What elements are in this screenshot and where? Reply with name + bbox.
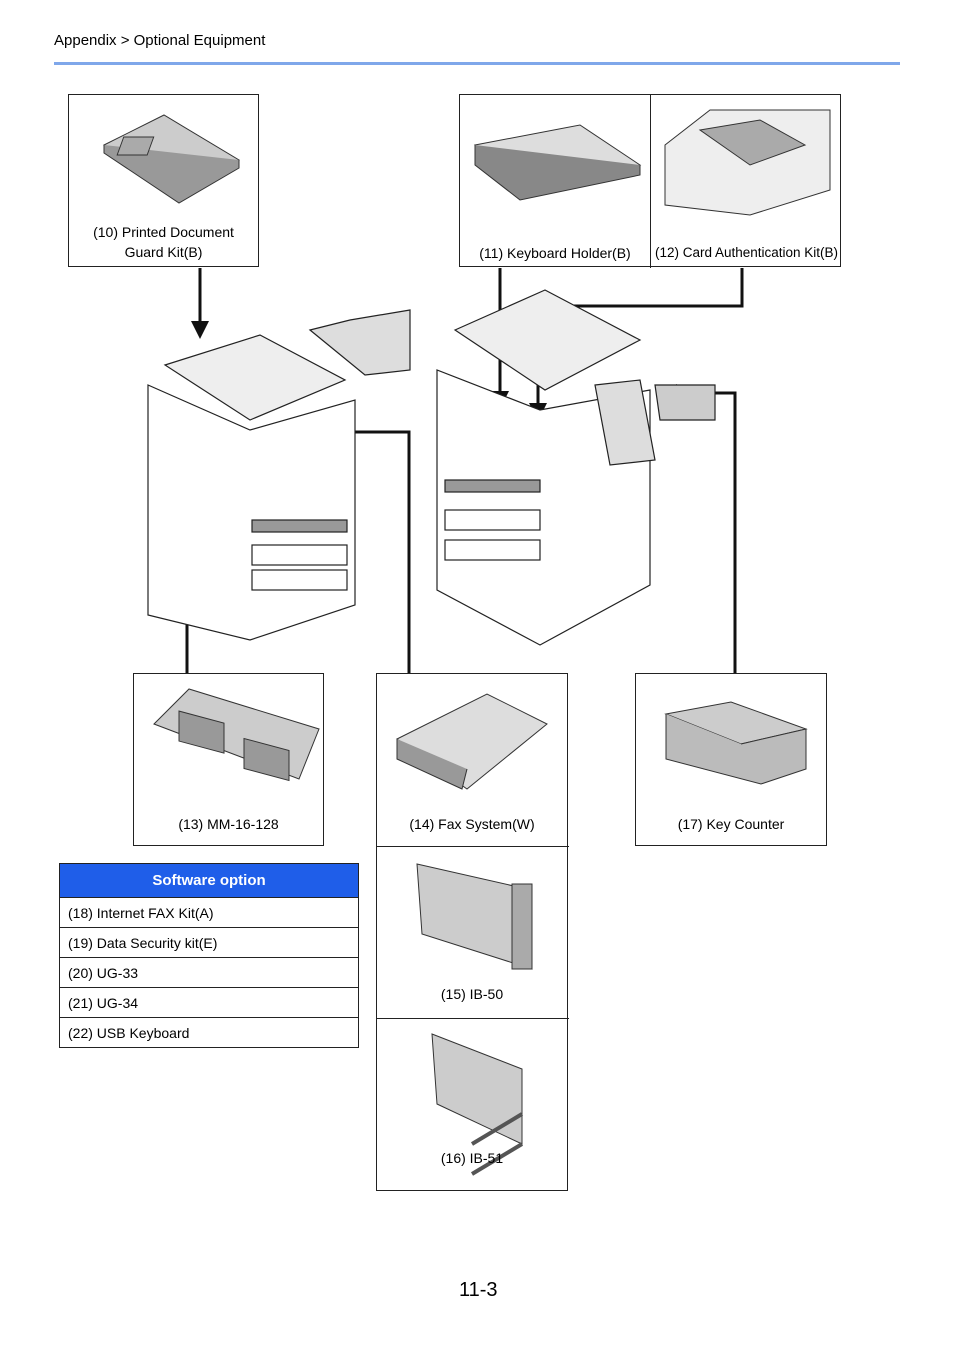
divider: [650, 95, 651, 268]
breadcrumb: Appendix > Optional Equipment: [54, 32, 266, 49]
mfp-right: [436, 289, 716, 646]
caption-10-line2: Guard Kit(B): [124, 244, 203, 260]
header-rule: [54, 62, 900, 65]
mfp-left: [147, 309, 411, 641]
divider: [377, 846, 569, 847]
caption-12: (12) Card Authentication Kit(B): [654, 245, 839, 260]
key-counter-illustration: [664, 701, 808, 785]
interface-illustration: [396, 693, 548, 1176]
caption-17: (17) Key Counter: [677, 816, 785, 832]
software-option-row: (19) Data Security kit(E): [59, 927, 359, 958]
option-key-counter: (17) Key Counter: [635, 673, 827, 846]
caption-11: (11) Keyboard Holder(B): [479, 245, 631, 261]
caption-13: (13) MM-16-128: [178, 816, 279, 832]
memory-illustration: [153, 688, 320, 782]
caption-15: (15) IB-50: [440, 986, 504, 1002]
software-option-row: (21) UG-34: [59, 987, 359, 1018]
caption-10-line1: (10) Printed Document: [93, 224, 234, 240]
option-memory: (13) MM-16-128: [133, 673, 324, 846]
caption-14: (14) Fax System(W): [409, 816, 535, 832]
option-interface-group: (14) Fax System(W) (15) IB-50 (16) IB-51: [376, 673, 569, 1191]
option-printed-document-guard-kit: (10) Printed Document Guard Kit(B): [68, 94, 259, 267]
guard-kit-illustration: [103, 114, 240, 204]
page-number: 11-3: [459, 1279, 498, 1301]
software-option-row: (18) Internet FAX Kit(A): [59, 897, 359, 928]
software-option-row: (22) USB Keyboard: [59, 1017, 359, 1048]
caption-16: (16) IB-51: [440, 1150, 504, 1166]
software-option-header: Software option: [59, 863, 359, 898]
keyboard-card-illustration: [473, 109, 831, 216]
option-keyboard-card-group: (11) Keyboard Holder(B) (12) Card Authen…: [459, 94, 841, 268]
software-option-row: (20) UG-33: [59, 957, 359, 988]
divider: [377, 1018, 569, 1019]
software-option-table: Software option (18) Internet FAX Kit(A)…: [59, 863, 359, 1048]
